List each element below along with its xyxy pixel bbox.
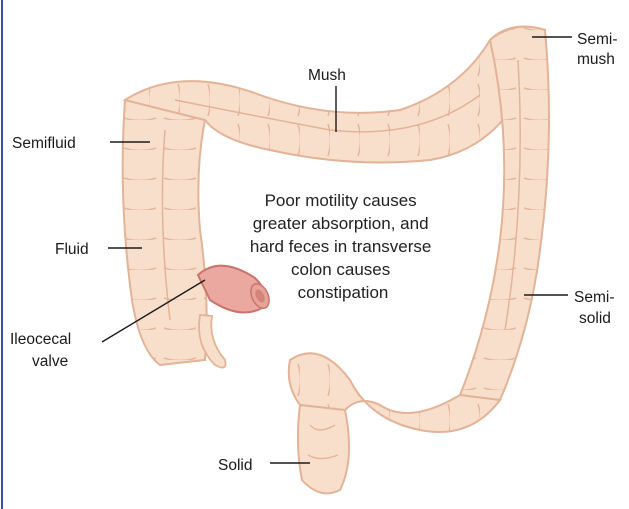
label-mush: Mush	[308, 67, 346, 84]
label-solid: Solid	[218, 457, 252, 474]
label-fluid: Fluid	[55, 241, 89, 258]
label-semimush-line2: mush	[577, 51, 615, 68]
label-semimush: Semi- mush	[577, 31, 622, 68]
label-ileocecal-line2: valve	[32, 353, 68, 370]
label-semisolid-line1: Semi-	[574, 289, 614, 306]
label-semimush-line1: Semi-	[577, 31, 617, 48]
label-semisolid: Semi- solid	[574, 289, 619, 327]
label-semifluid: Semifluid	[12, 135, 76, 152]
label-semisolid-line2: solid	[579, 310, 611, 327]
caption-line-1: Poor motility causes	[265, 191, 417, 210]
caption-line-5: constipation	[298, 283, 389, 302]
caption-line-3: hard feces in transverse	[250, 237, 431, 256]
label-ileocecal-valve: Ileocecal valve	[10, 331, 76, 370]
rectum	[298, 405, 349, 493]
caption-line-4: colon causes	[291, 260, 390, 279]
center-caption: Poor motility causes greater absorption,…	[250, 191, 436, 302]
caption-line-2: greater absorption, and	[253, 214, 429, 233]
ileum	[198, 266, 273, 313]
label-ileocecal-line1: Ileocecal	[10, 331, 71, 348]
